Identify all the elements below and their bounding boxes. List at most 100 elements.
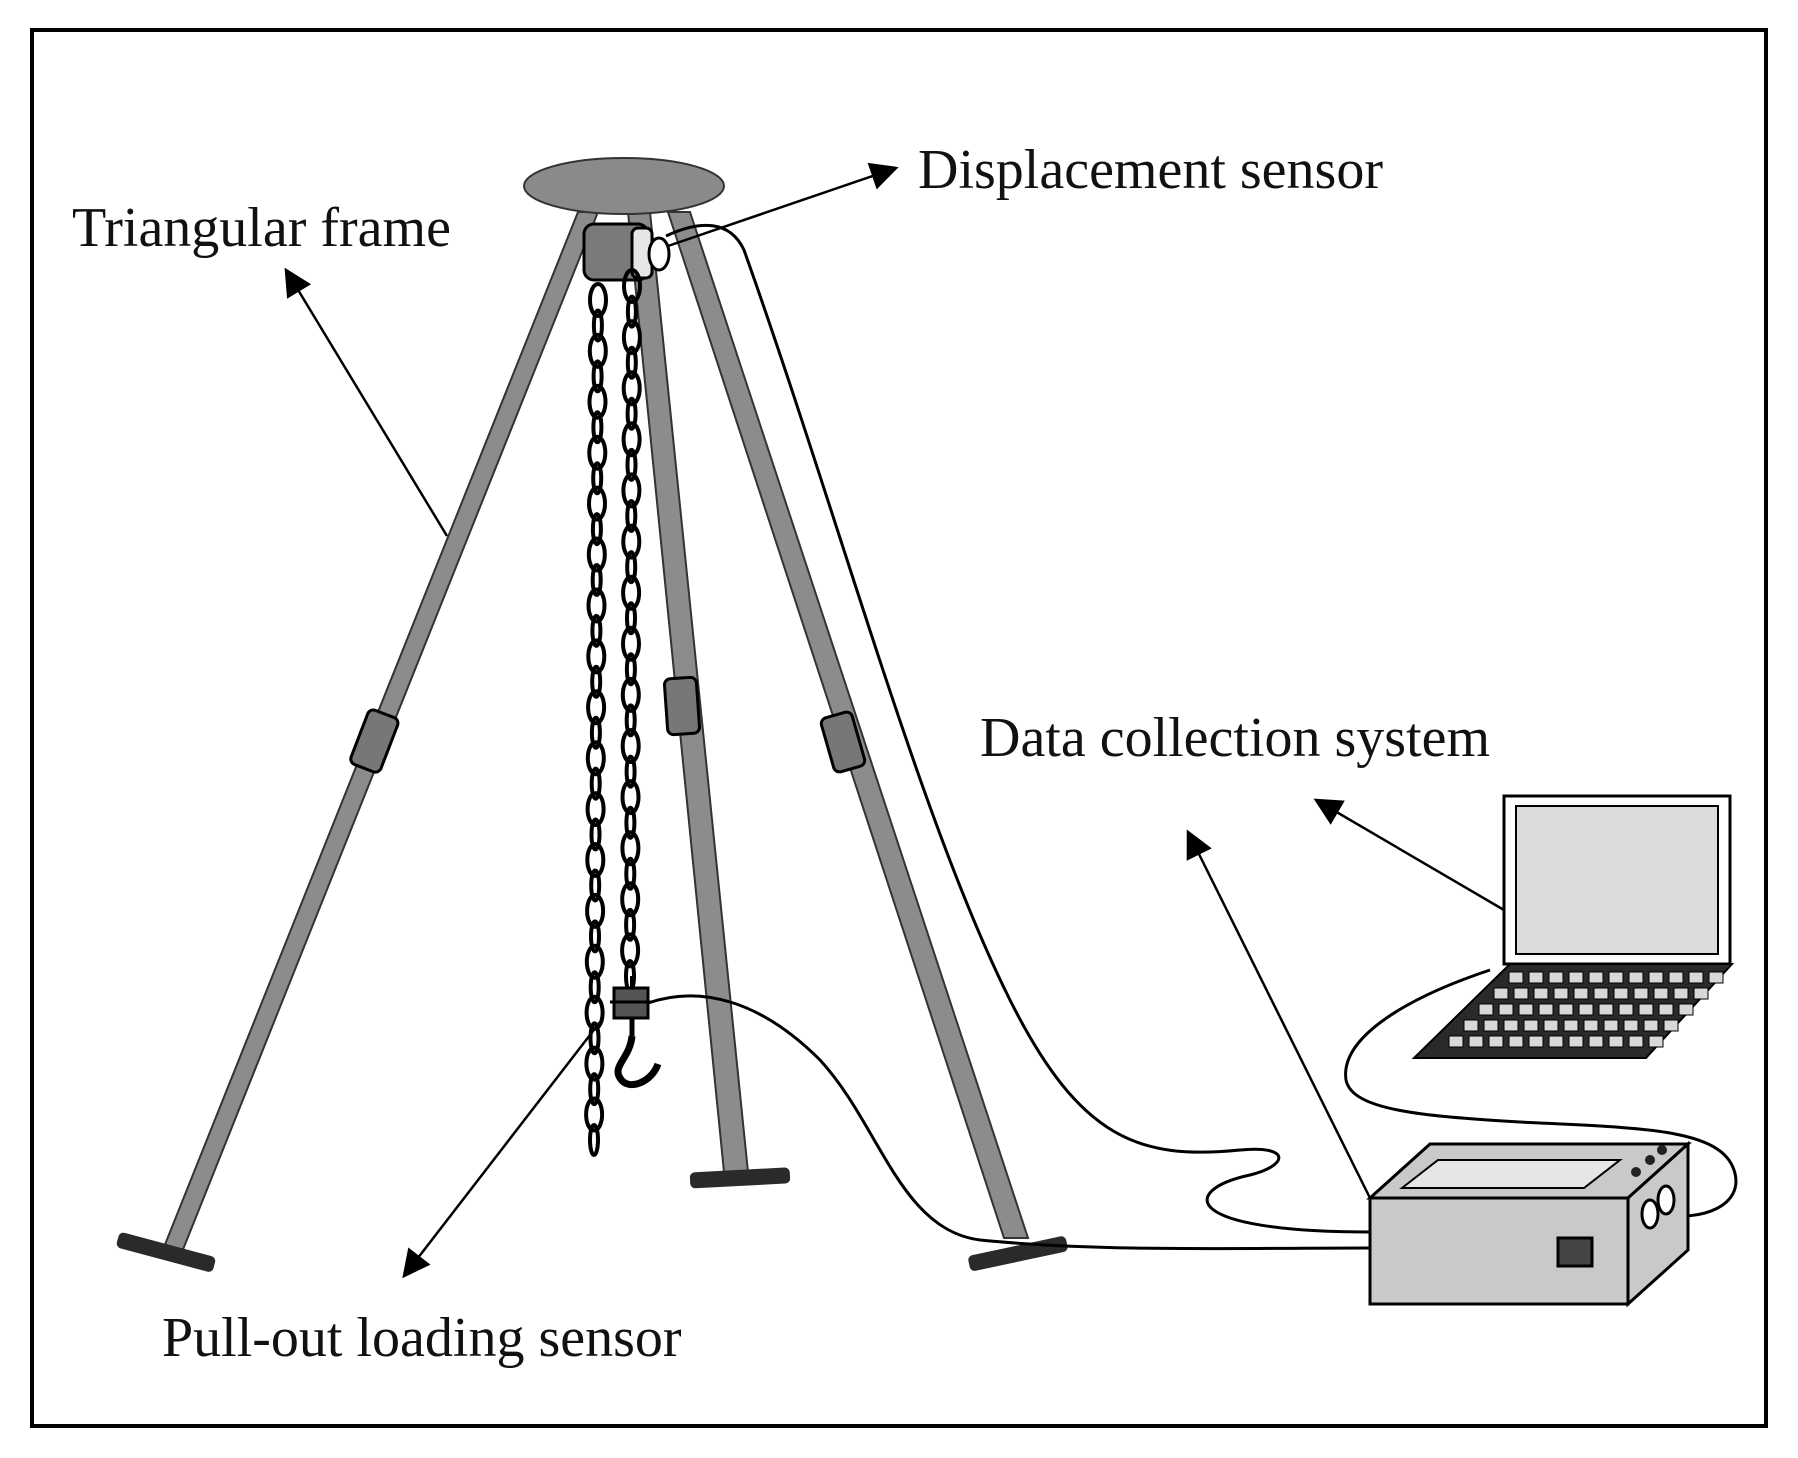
arrow-data-collection-2 xyxy=(1313,798,1505,912)
keyboard-key xyxy=(1578,1003,1594,1016)
data-collection-box xyxy=(1366,1140,1692,1308)
keyboard-key xyxy=(1678,1003,1694,1016)
chain-link xyxy=(584,943,605,980)
chain-link xyxy=(591,410,604,445)
chain-link xyxy=(625,550,638,585)
chain-link xyxy=(621,370,642,407)
box-port-3 xyxy=(1657,1145,1667,1155)
keyboard-key xyxy=(1543,1019,1559,1032)
chain-link xyxy=(620,676,641,713)
chain-link xyxy=(620,881,641,918)
leaders xyxy=(284,162,1505,1279)
keyboard-key xyxy=(1448,1035,1464,1048)
chain-link xyxy=(585,791,606,828)
label-displacement-sensor: Displacement sensor xyxy=(918,139,1383,201)
keyboard-key xyxy=(1508,971,1524,984)
tripod-top-cap xyxy=(523,157,725,215)
chain-link xyxy=(625,294,638,329)
chain-link xyxy=(625,447,638,482)
keyboard-key xyxy=(1528,971,1544,984)
chain-link xyxy=(586,587,607,624)
chain-link xyxy=(625,345,638,380)
keyboard-key xyxy=(1638,1003,1654,1016)
keyboard-key xyxy=(1588,1035,1604,1048)
keyboard-key xyxy=(1673,987,1689,1000)
arrow-triangular-frame xyxy=(284,267,449,537)
chain-link xyxy=(589,817,602,852)
keyboard-key xyxy=(1608,971,1624,984)
keyboard-key xyxy=(1568,971,1584,984)
arrow-pull-out-sensor xyxy=(402,1021,601,1279)
chain-link xyxy=(589,919,601,954)
chain-link xyxy=(589,766,602,801)
cable-load-cell xyxy=(647,994,1371,1251)
keyboard-key xyxy=(1478,1003,1494,1016)
chain-link xyxy=(620,932,641,969)
keyboard-key xyxy=(1548,1035,1564,1048)
chain-link xyxy=(620,728,641,764)
chain-link xyxy=(590,664,603,699)
chain-link xyxy=(622,268,642,304)
keyboard-key xyxy=(1633,987,1649,1000)
cables xyxy=(647,223,1738,1251)
keyboard-key xyxy=(1513,987,1529,1000)
chain-link xyxy=(624,703,637,738)
arrow-displacement-sensor xyxy=(667,162,899,248)
keyboard-key xyxy=(1538,1003,1554,1016)
chain-link xyxy=(589,868,602,903)
keyboard-key xyxy=(1593,987,1609,1000)
keyboard-key xyxy=(1533,987,1549,1000)
keyboard-key xyxy=(1583,1019,1599,1032)
keyboard-key xyxy=(1653,987,1669,1000)
leg-clamp-right xyxy=(819,710,867,774)
box-button xyxy=(1556,1236,1594,1268)
chain-link xyxy=(587,434,608,471)
chain-link xyxy=(590,563,603,597)
keyboard-key xyxy=(1563,1019,1579,1032)
chain-link xyxy=(588,1072,601,1107)
keyboard-key xyxy=(1503,1019,1519,1032)
keyboard-key xyxy=(1483,1019,1499,1032)
chain-link xyxy=(625,601,637,636)
chain-link xyxy=(621,574,642,611)
chain-right xyxy=(620,268,642,993)
chain-link xyxy=(588,970,601,1005)
keyboard-key xyxy=(1608,1035,1624,1048)
keyboard-key xyxy=(1468,1035,1484,1048)
laptop-screen xyxy=(1515,805,1719,955)
chain-link xyxy=(586,638,607,675)
keyboard-key xyxy=(1493,987,1509,1000)
chain-link xyxy=(621,472,642,509)
chain-link xyxy=(624,754,637,789)
chain-link xyxy=(586,536,607,573)
chain-link xyxy=(624,805,637,840)
chain-link xyxy=(591,461,604,496)
label-pull-out-loading-sensor: Pull-out loading sensor xyxy=(162,1307,682,1369)
keyboard-key xyxy=(1553,987,1569,1000)
chain-link xyxy=(624,907,637,942)
chain-link xyxy=(620,779,641,816)
keyboard-key xyxy=(1568,1035,1584,1048)
keyboard-key xyxy=(1528,1035,1544,1048)
keyboard-key xyxy=(1523,1019,1539,1032)
chain-link xyxy=(621,523,642,560)
keyboard-key xyxy=(1668,971,1684,984)
chain-link xyxy=(584,1096,605,1133)
foot-middle xyxy=(689,1167,791,1189)
chain-link xyxy=(624,856,637,891)
keyboard-key xyxy=(1548,971,1564,984)
box-display xyxy=(1399,1159,1623,1189)
keyboard-key xyxy=(1708,971,1724,984)
chain-link xyxy=(620,830,641,867)
keyboard-key xyxy=(1618,1003,1634,1016)
keyboard-key xyxy=(1588,971,1604,984)
keyboard-key xyxy=(1663,1019,1679,1032)
chain-link xyxy=(585,842,606,878)
box-port-2 xyxy=(1645,1155,1655,1165)
chain-link xyxy=(621,319,642,356)
chain-link xyxy=(590,512,603,547)
box-port-1 xyxy=(1631,1167,1641,1177)
keyboard-key xyxy=(1603,1019,1619,1032)
cable-laptop xyxy=(1344,968,1738,1218)
